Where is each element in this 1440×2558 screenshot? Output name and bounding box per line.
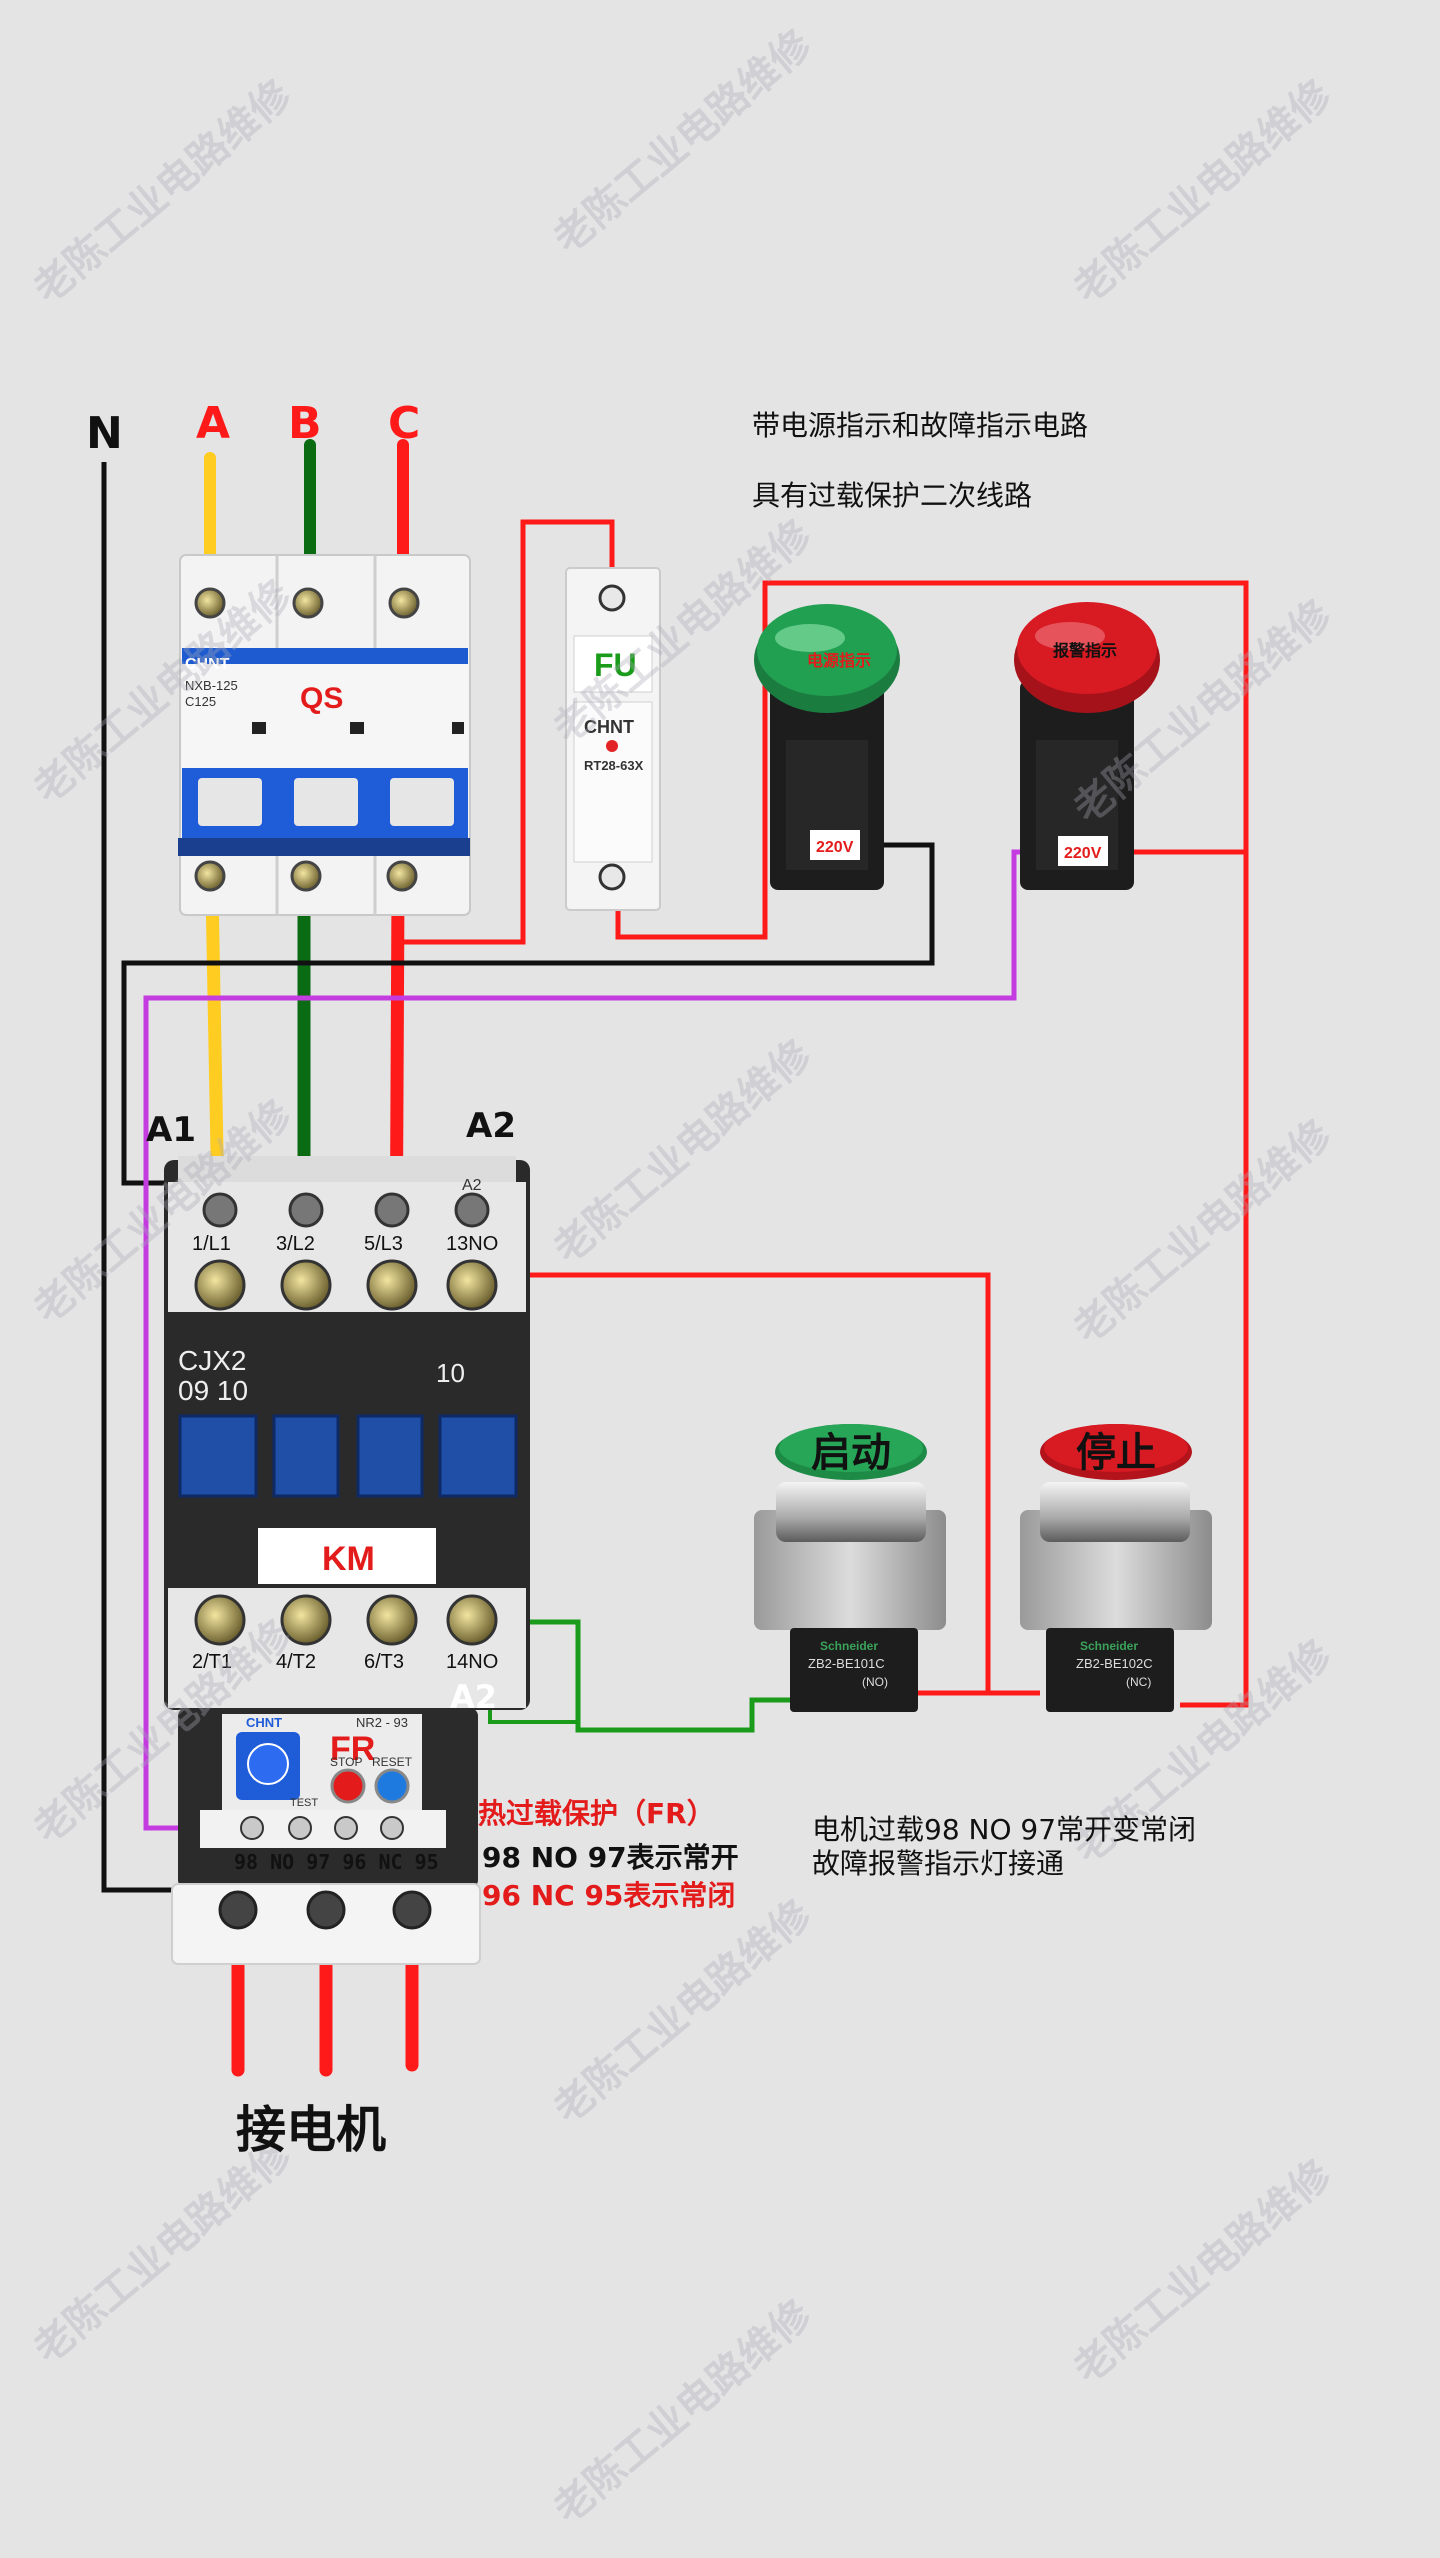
stop-button-contact: (NC) <box>1126 1675 1151 1689</box>
wire-red-13no <box>470 1272 1040 1696</box>
phase-b-label: B <box>288 398 322 449</box>
terminal-4t2: 4/T2 <box>276 1651 316 1673</box>
contactor-bottom-terminals: 2/T1 4/T2 6/T3 14NO <box>192 1651 498 1673</box>
contactor-code: 10 <box>436 1358 465 1388</box>
breaker-brand: CHNT <box>185 656 230 673</box>
lamp-power: 电源指示 220V <box>754 604 900 890</box>
relay-contacts-label: 98 NO 97 96 NC 95 <box>234 1850 439 1874</box>
contactor-top-terminals: 1/L1 3/L2 5/L3 13NO <box>192 1233 498 1255</box>
lamp-alarm: 报警指示 220V <box>1014 602 1160 890</box>
breaker-model: NXB-125 <box>185 678 238 693</box>
wire-black-lamp <box>121 842 935 1186</box>
relay-note-title: 热过载保护（FR） <box>478 1797 715 1830</box>
relay-model: NR2 - 93 <box>356 1715 408 1730</box>
breaker-label: QS <box>300 682 343 715</box>
fault-note-line-2: 故障报警指示灯接通 <box>812 1847 1065 1880</box>
wire-green-14no <box>470 1619 790 1733</box>
relay-stop: STOP <box>330 1755 362 1769</box>
title-line-2: 具有过载保护二次线路 <box>752 479 1033 512</box>
fault-note-line-1: 电机过载98 NO 97常开变常闭 <box>812 1813 1197 1846</box>
phase-a-label: A <box>196 398 231 449</box>
wire-purple <box>143 849 1040 1831</box>
fuse-brand: CHNT <box>584 717 634 737</box>
relay-reset: RESET <box>372 1755 413 1769</box>
relay-note-line-2: 96 NC 95表示常闭 <box>482 1879 736 1912</box>
start-button-model: ZB2-BE101C <box>808 1656 885 1671</box>
stop-button-label: 停止 <box>1076 1430 1156 1476</box>
start-button-contact: (NO) <box>862 1675 888 1689</box>
lamp-alarm-label: 报警指示 <box>1053 641 1117 660</box>
wire-red-lamps <box>615 580 1249 1708</box>
terminal-3l2: 3/L2 <box>276 1233 315 1255</box>
contactor-a2-small: A2 <box>462 1177 482 1194</box>
fuse-label: FU <box>594 647 637 683</box>
relay-note-line-1: 98 NO 97表示常开 <box>482 1841 739 1874</box>
stop-button-brand: Schneider <box>1080 1639 1138 1653</box>
wire-red-fuse <box>397 519 615 945</box>
coil-a1-label: A1 <box>146 1110 196 1150</box>
lamp-power-voltage: 220V <box>816 839 854 856</box>
relay-brand: CHNT <box>246 1715 282 1730</box>
contactor-label: KM <box>322 1540 375 1578</box>
start-button-label: 启动 <box>811 1430 891 1476</box>
terminal-5l3: 5/L3 <box>364 1233 403 1255</box>
circuit-breaker-qs: CHNT NXB-125 C125 QS <box>178 554 471 916</box>
fuse-fu: FU CHNT RT28-63X <box>565 567 661 911</box>
phase-n-label: N <box>86 408 123 459</box>
fuse-model: RT28-63X <box>584 758 644 773</box>
contactor-model-1: CJX2 <box>178 1345 246 1376</box>
phase-c-label: C <box>388 398 421 449</box>
terminal-13no: 13NO <box>446 1233 498 1255</box>
terminal-14no: 14NO <box>446 1651 498 1673</box>
breaker-rating: C125 <box>185 694 216 709</box>
lamp-power-label: 电源指示 <box>807 651 871 670</box>
lamp-alarm-voltage: 220V <box>1064 845 1102 862</box>
thermal-relay-fr: FR CHNT NR2 - 93 STOP RESET TEST <box>171 1708 481 1965</box>
terminal-2t1: 2/T1 <box>192 1651 232 1673</box>
relay-label: FR <box>330 1730 375 1768</box>
relay-test: TEST <box>290 1797 318 1809</box>
title-line-1: 带电源指示和故障指示电路 <box>752 409 1089 442</box>
contactor-km: KM CJX2 09 10 10 A2 <box>164 1156 530 1710</box>
coil-a2-label: A2 <box>466 1106 516 1146</box>
relay-contacts-text: 98 NO 97 96 NC 95 <box>234 1850 439 1874</box>
terminal-1l1: 1/L1 <box>192 1233 231 1255</box>
stop-button: 停止 Schneider ZB2-BE102C (NC) <box>1020 1424 1212 1712</box>
start-button-brand: Schneider <box>820 1639 878 1653</box>
stop-button-model: ZB2-BE102C <box>1076 1656 1153 1671</box>
motor-label: 接电机 <box>236 2101 386 2159</box>
terminal-6t3: 6/T3 <box>364 1651 404 1673</box>
start-button: 启动 Schneider ZB2-BE101C (NO) <box>754 1424 946 1712</box>
coil-a2-bottom-label: A2 <box>450 1678 498 1716</box>
contactor-model-2: 09 10 <box>178 1375 248 1406</box>
